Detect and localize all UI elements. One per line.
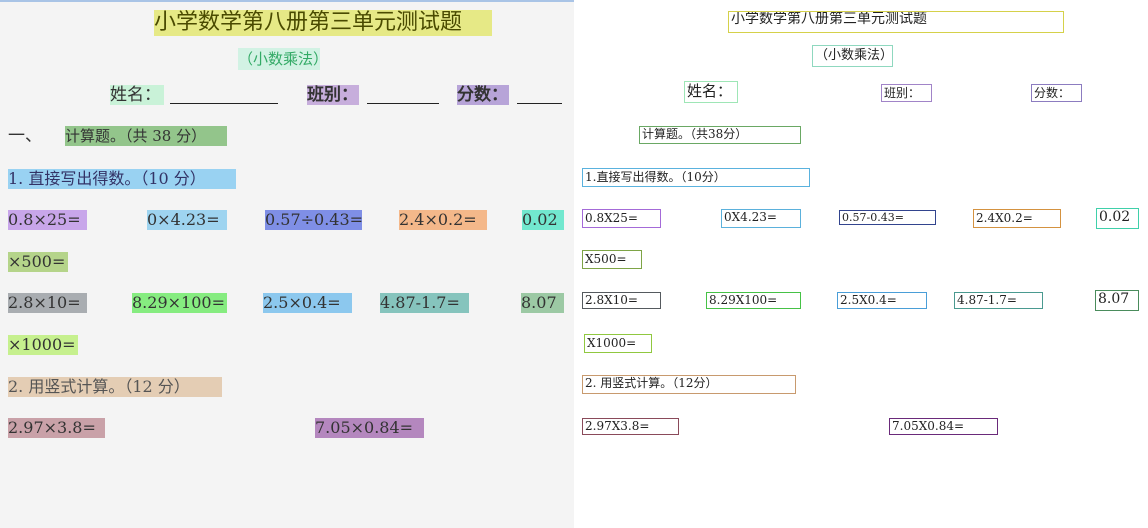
ocr-problem-1-3: 0.57-0.43= (839, 210, 936, 225)
class-blank[interactable] (367, 86, 439, 104)
ocr-layout-panel: 小学数学第八册第三单元测试题 （小数乘法） 姓名： 班别： 分数： 计算题。（共… (574, 0, 1148, 528)
ocr-problem-1-1: 0.8X25= (582, 209, 661, 228)
ocr-title: 小学数学第八册第三单元测试题 (728, 11, 1064, 33)
vertical-problem-2: 7.05×0.84= (315, 418, 424, 438)
problem-2-3: 2.5×0.4= (263, 293, 352, 313)
problem-1-3: 0.57÷0.43= (265, 210, 364, 230)
ocr-problem-2-2: 8.29X100= (706, 292, 801, 309)
ocr-name-label: 姓名： (684, 81, 738, 103)
page-subtitle: （小数乘法） (238, 48, 329, 70)
ocr-part1-heading: 1.直接写出得数。（10分） (582, 168, 810, 187)
part2-heading: 2. 用竖式计算。（12 分） (8, 377, 222, 397)
score-label: 分数： (457, 85, 509, 105)
score-blank[interactable] (517, 86, 562, 104)
vertical-problem-1: 2.97×3.8= (8, 418, 105, 438)
ocr-problem-1-5-tail: X500= (582, 250, 642, 269)
problem-1-2: 0×4.23= (147, 210, 227, 230)
page-title: 小学数学第八册第三单元测试题 (154, 10, 492, 36)
ocr-part2-heading: 2. 用竖式计算。（12分） (582, 375, 796, 394)
ocr-problem-1-4: 2.4X0.2= (973, 209, 1061, 228)
problem-2-1: 2.8×10= (8, 293, 87, 313)
ocr-problem-2-3: 2.5X0.4= (837, 292, 927, 309)
part1-heading: 1. 直接写出得数。（10 分） (8, 169, 236, 189)
problem-1-4: 2.4×0.2= (399, 210, 487, 230)
problem-2-2: 8.29×100= (132, 293, 227, 313)
ocr-subtitle: （小数乘法） (812, 45, 893, 67)
ocr-vertical-problem-1: 2.97X3.8= (582, 418, 679, 435)
ocr-section-heading: 计算题。（共38分） (639, 126, 801, 144)
section-index: 一、 (8, 126, 42, 146)
class-label: 班别： (307, 85, 359, 105)
ocr-problem-1-5: 0.02 (1096, 208, 1139, 229)
problem-2-4: 4.87-1.7= (380, 293, 469, 313)
name-label: 姓名： (110, 85, 164, 105)
ocr-score-label: 分数： (1031, 84, 1082, 102)
ocr-problem-2-4: 4.87-1.7= (954, 292, 1043, 309)
problem-2-5-tail: ×1000= (8, 335, 78, 355)
ocr-class-label: 班别： (881, 84, 932, 102)
ocr-problem-2-1: 2.8X10= (582, 292, 661, 309)
ocr-problem-1-2: 0X4.23= (721, 209, 801, 228)
ocr-problem-2-5-tail: X1000= (584, 334, 652, 353)
problem-1-1: 0.8×25= (8, 210, 87, 230)
problem-1-5-tail: ×500= (8, 252, 68, 272)
problem-1-5: 0.02 (522, 210, 564, 230)
section-heading: 计算题。（共 38 分） (65, 126, 227, 146)
document-page: 小学数学第八册第三单元测试题 （小数乘法） 姓名： 班别： 分数： 一、 计算题… (0, 0, 574, 528)
ocr-vertical-problem-2: 7.05X0.84= (889, 418, 998, 435)
ocr-problem-2-5: 8.07 (1095, 290, 1139, 311)
name-blank[interactable] (170, 86, 278, 104)
problem-2-5: 8.07 (521, 293, 564, 313)
